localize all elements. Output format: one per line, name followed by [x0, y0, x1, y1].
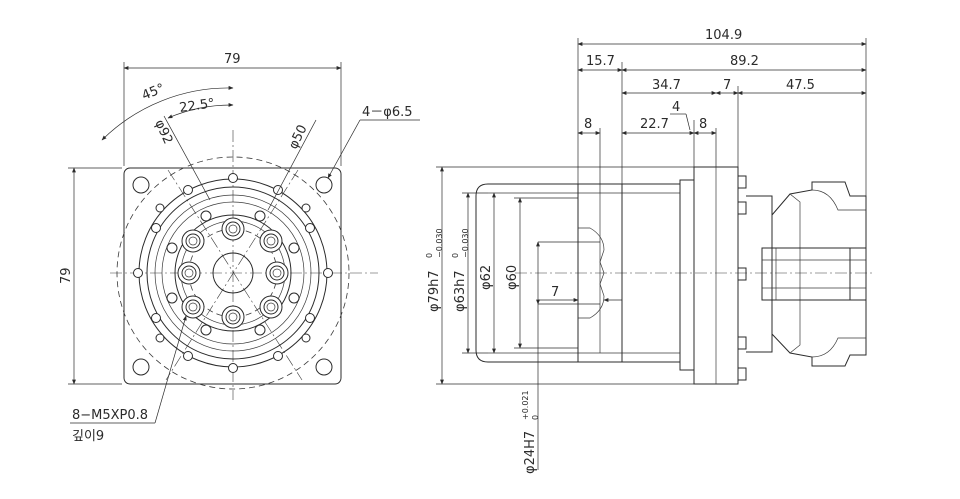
output-flange: [174, 214, 292, 332]
len-22-7-label: 22.7: [640, 117, 669, 132]
svg-text:−0.030: −0.030: [461, 228, 470, 258]
dia-79h7-dimension: φ79h7 0 −0.030: [425, 228, 444, 312]
svg-text:φ24H7: φ24H7: [523, 431, 538, 474]
center-bore: [212, 252, 254, 294]
outer-ring-holes: [133, 173, 333, 373]
dia-62-label: φ62: [479, 265, 494, 290]
side-view: 104.9 15.7 89.2 34.7 7 47.5 4 8 22.7 8 φ…: [425, 28, 875, 474]
svg-text:0: 0: [531, 415, 540, 420]
len-8-left-label: 8: [584, 117, 592, 132]
svg-text:φ63h7: φ63h7: [453, 270, 468, 312]
flange-bolts: [737, 175, 747, 381]
thread-callout-label: 8−M5XP0.8: [72, 408, 148, 423]
front-flange-plate: [123, 167, 342, 385]
motor-adapter: [746, 181, 867, 367]
len-4-label: 4: [672, 100, 680, 115]
front-height-label: 79: [59, 267, 74, 284]
mid-ring-holes: [166, 210, 300, 336]
len-15-7-label: 15.7: [586, 54, 615, 69]
dia-63h7-dimension: φ63h7 0 −0.030: [451, 228, 470, 312]
len-34-7-label: 34.7: [652, 78, 681, 93]
len-7-inner-label: 7: [551, 285, 559, 300]
tapped-holes: [177, 217, 289, 329]
coupling: [761, 247, 867, 301]
holes-callout: 4－φ6.5: [327, 105, 420, 179]
housing-body: [475, 183, 681, 363]
angle-22-5-label: 22.5°: [178, 96, 215, 116]
len-89-2-label: 89.2: [730, 54, 759, 69]
total-length-label: 104.9: [705, 28, 742, 43]
len-8-right-label: 8: [699, 117, 707, 132]
thread-callout: 8−M5XP0.8 깊이9: [70, 315, 187, 444]
corner-holes: [132, 176, 333, 376]
depth-callout-label: 깊이9: [72, 429, 104, 444]
len-47-5-label: 47.5: [786, 78, 815, 93]
front-width-dimension: 79: [123, 52, 342, 166]
pcd-92-circle: [116, 156, 350, 390]
svg-text:0: 0: [425, 253, 434, 258]
len-7-top-label: 7: [723, 78, 731, 93]
dia-92-label: φ92: [151, 118, 175, 147]
svg-text:0: 0: [451, 253, 460, 258]
svg-text:−0.030: −0.030: [435, 228, 444, 258]
svg-text:φ79h7: φ79h7: [427, 270, 442, 312]
svg-text:+0.021: +0.021: [521, 390, 530, 420]
front-view: 79 79 45° 22.5° φ92 φ50 4－φ6.5: [59, 52, 420, 444]
front-width-label: 79: [224, 52, 241, 67]
front-height-dimension: 79: [59, 167, 122, 385]
dia-24h7-dimension: φ24H7 +0.021 0: [521, 390, 540, 474]
holes-callout-label: 4－φ6.5: [362, 105, 413, 120]
dia-60-label: φ60: [505, 265, 520, 290]
flange-ring: [146, 186, 320, 360]
